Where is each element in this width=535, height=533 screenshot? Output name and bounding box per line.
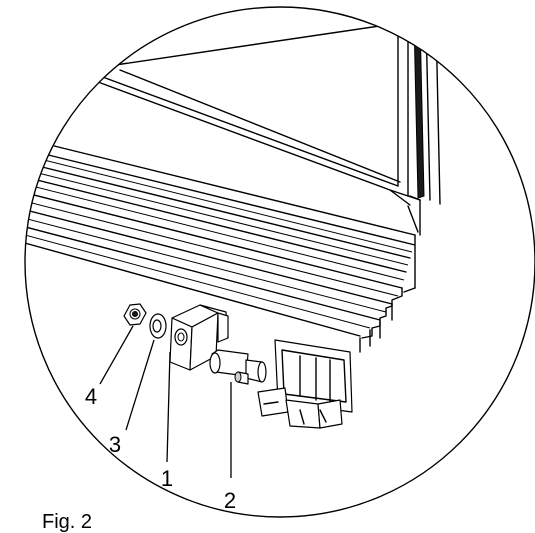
figure-caption: Fig. 2 [42, 511, 92, 533]
leader-line-1 [166, 351, 171, 463]
leader-line-4 [99, 325, 134, 385]
hinge-channel [257, 339, 353, 429]
callout-1: 1 [161, 466, 173, 491]
callout-3: 3 [109, 432, 121, 457]
bottom-rail-profile [25, 139, 416, 353]
part-2-bolt [209, 349, 267, 385]
window-frame [94, 19, 441, 236]
leader-line-3 [125, 339, 155, 431]
part-4-nut [123, 303, 147, 326]
leader-lines [99, 325, 232, 478]
part-3-washer [149, 313, 167, 339]
callout-4: 4 [85, 384, 97, 409]
callout-2: 2 [224, 488, 236, 513]
detail-view-circle [24, 6, 535, 518]
